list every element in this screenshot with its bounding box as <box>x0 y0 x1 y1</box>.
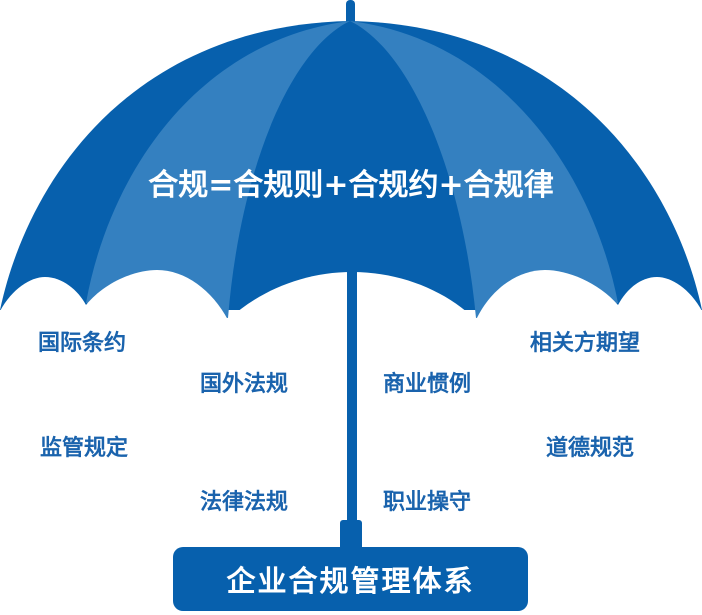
label-regulatory-provisions: 监管规定 <box>40 436 129 461</box>
label-stakeholder-expectations: 相关方期望 <box>530 331 641 356</box>
base-label-box: 企业合规管理体系 <box>173 547 528 611</box>
canopy-light-panel-right <box>350 21 618 318</box>
umbrella-pole <box>347 270 357 530</box>
umbrella-tip <box>346 0 355 26</box>
label-business-practices: 商业惯例 <box>383 372 472 397</box>
label-moral-norms: 道德规范 <box>546 436 635 461</box>
label-international-treaties: 国际条约 <box>38 331 127 356</box>
label-laws-regulations: 法律法规 <box>200 490 289 515</box>
label-professional-ethics: 职业操守 <box>383 490 472 515</box>
umbrella-handle <box>340 520 362 550</box>
base-label: 企业合规管理体系 <box>226 564 475 598</box>
label-foreign-regulations: 国外法规 <box>200 372 289 397</box>
compliance-formula: 合规=合规则+合规约+合规律 <box>148 168 554 203</box>
canopy-light-panel-left <box>86 21 350 318</box>
